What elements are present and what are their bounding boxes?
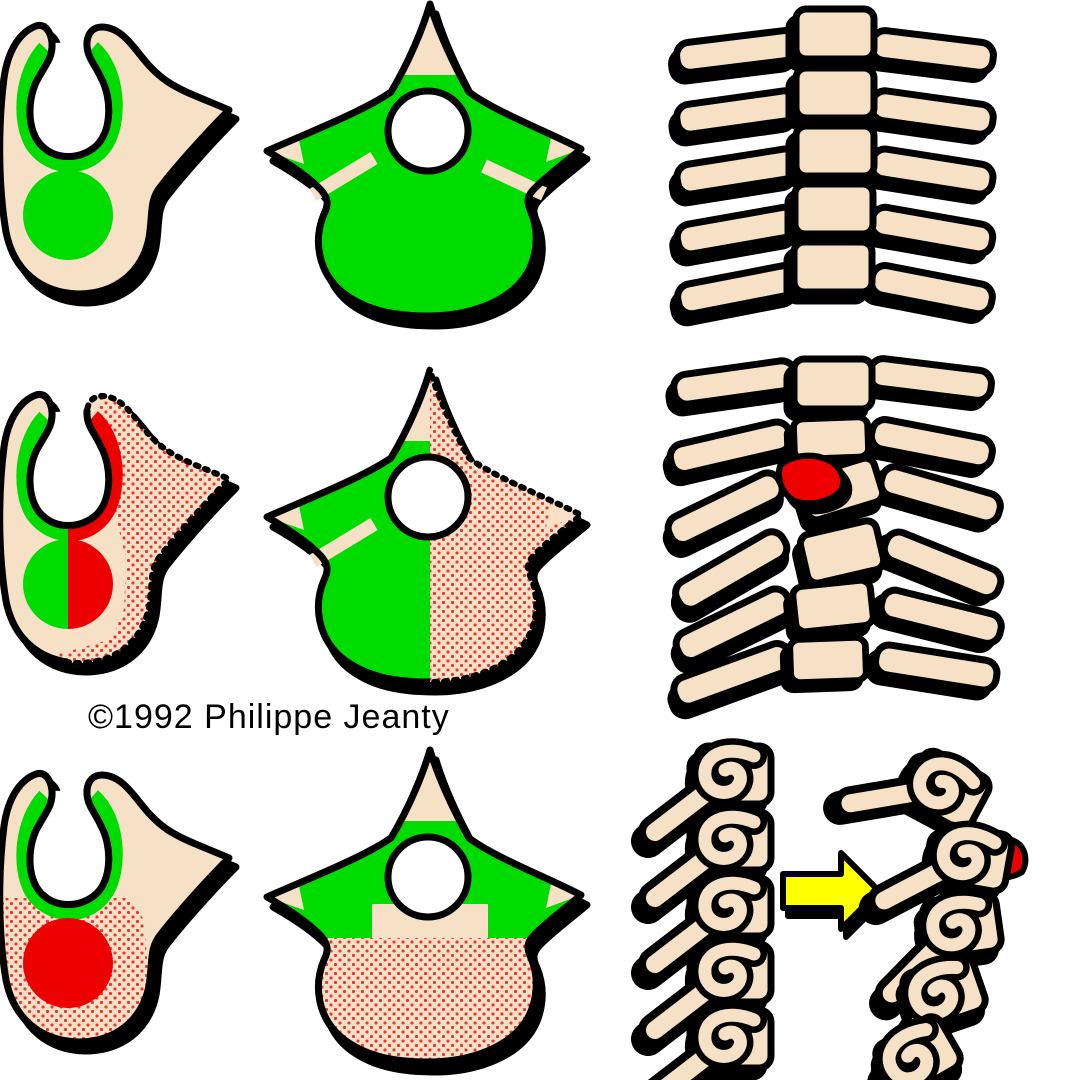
panel-coronal-spine-normal [669, 9, 995, 325]
vertebral-body [783, 637, 867, 690]
hemivertebra-red [776, 452, 847, 507]
vertebral-foramen [384, 87, 472, 175]
vertebral-body [789, 9, 874, 68]
rib [669, 263, 802, 325]
copyright-caption: ©1992 Philippe Jeanty [88, 698, 450, 736]
panel-star-row2 [248, 351, 610, 701]
rib [669, 29, 801, 82]
panel-star-row1 [267, 4, 587, 326]
rib [862, 262, 995, 324]
panel-axial-row2 [0, 383, 250, 679]
rib [862, 416, 995, 478]
vertebral-body [789, 126, 874, 185]
vertebral-body [787, 359, 872, 418]
rib [863, 28, 995, 81]
rib [861, 356, 993, 409]
rib [669, 205, 802, 265]
vertebral-body [788, 184, 873, 243]
vertebral-foramen [384, 453, 472, 541]
anomalous-centrum [23, 918, 113, 1008]
panel-coronal-spine-scoliosis [658, 356, 1004, 719]
rib [862, 146, 994, 204]
vertebral-foramen [384, 833, 472, 921]
rib [669, 147, 801, 205]
vertebral-body [789, 68, 874, 127]
rib [669, 89, 801, 144]
panel-axial-row3 [0, 773, 236, 1058]
centrum-anomalous-half [68, 539, 113, 629]
rib [862, 204, 995, 264]
rib [870, 462, 1004, 534]
panel-star-row3 [252, 750, 590, 1073]
ossified-centrum [23, 170, 113, 260]
sagittal-spine-straight [648, 746, 771, 1080]
centrum-ossified-half [23, 539, 68, 629]
rib [666, 359, 798, 414]
sagittal-spine-kyphotic [829, 724, 1025, 1080]
panel-axial-row1 [0, 25, 236, 303]
vertebral-body [785, 580, 875, 642]
vertebral-body [787, 242, 872, 301]
rib [863, 88, 995, 143]
panel-sagittal-spines [648, 724, 1025, 1080]
